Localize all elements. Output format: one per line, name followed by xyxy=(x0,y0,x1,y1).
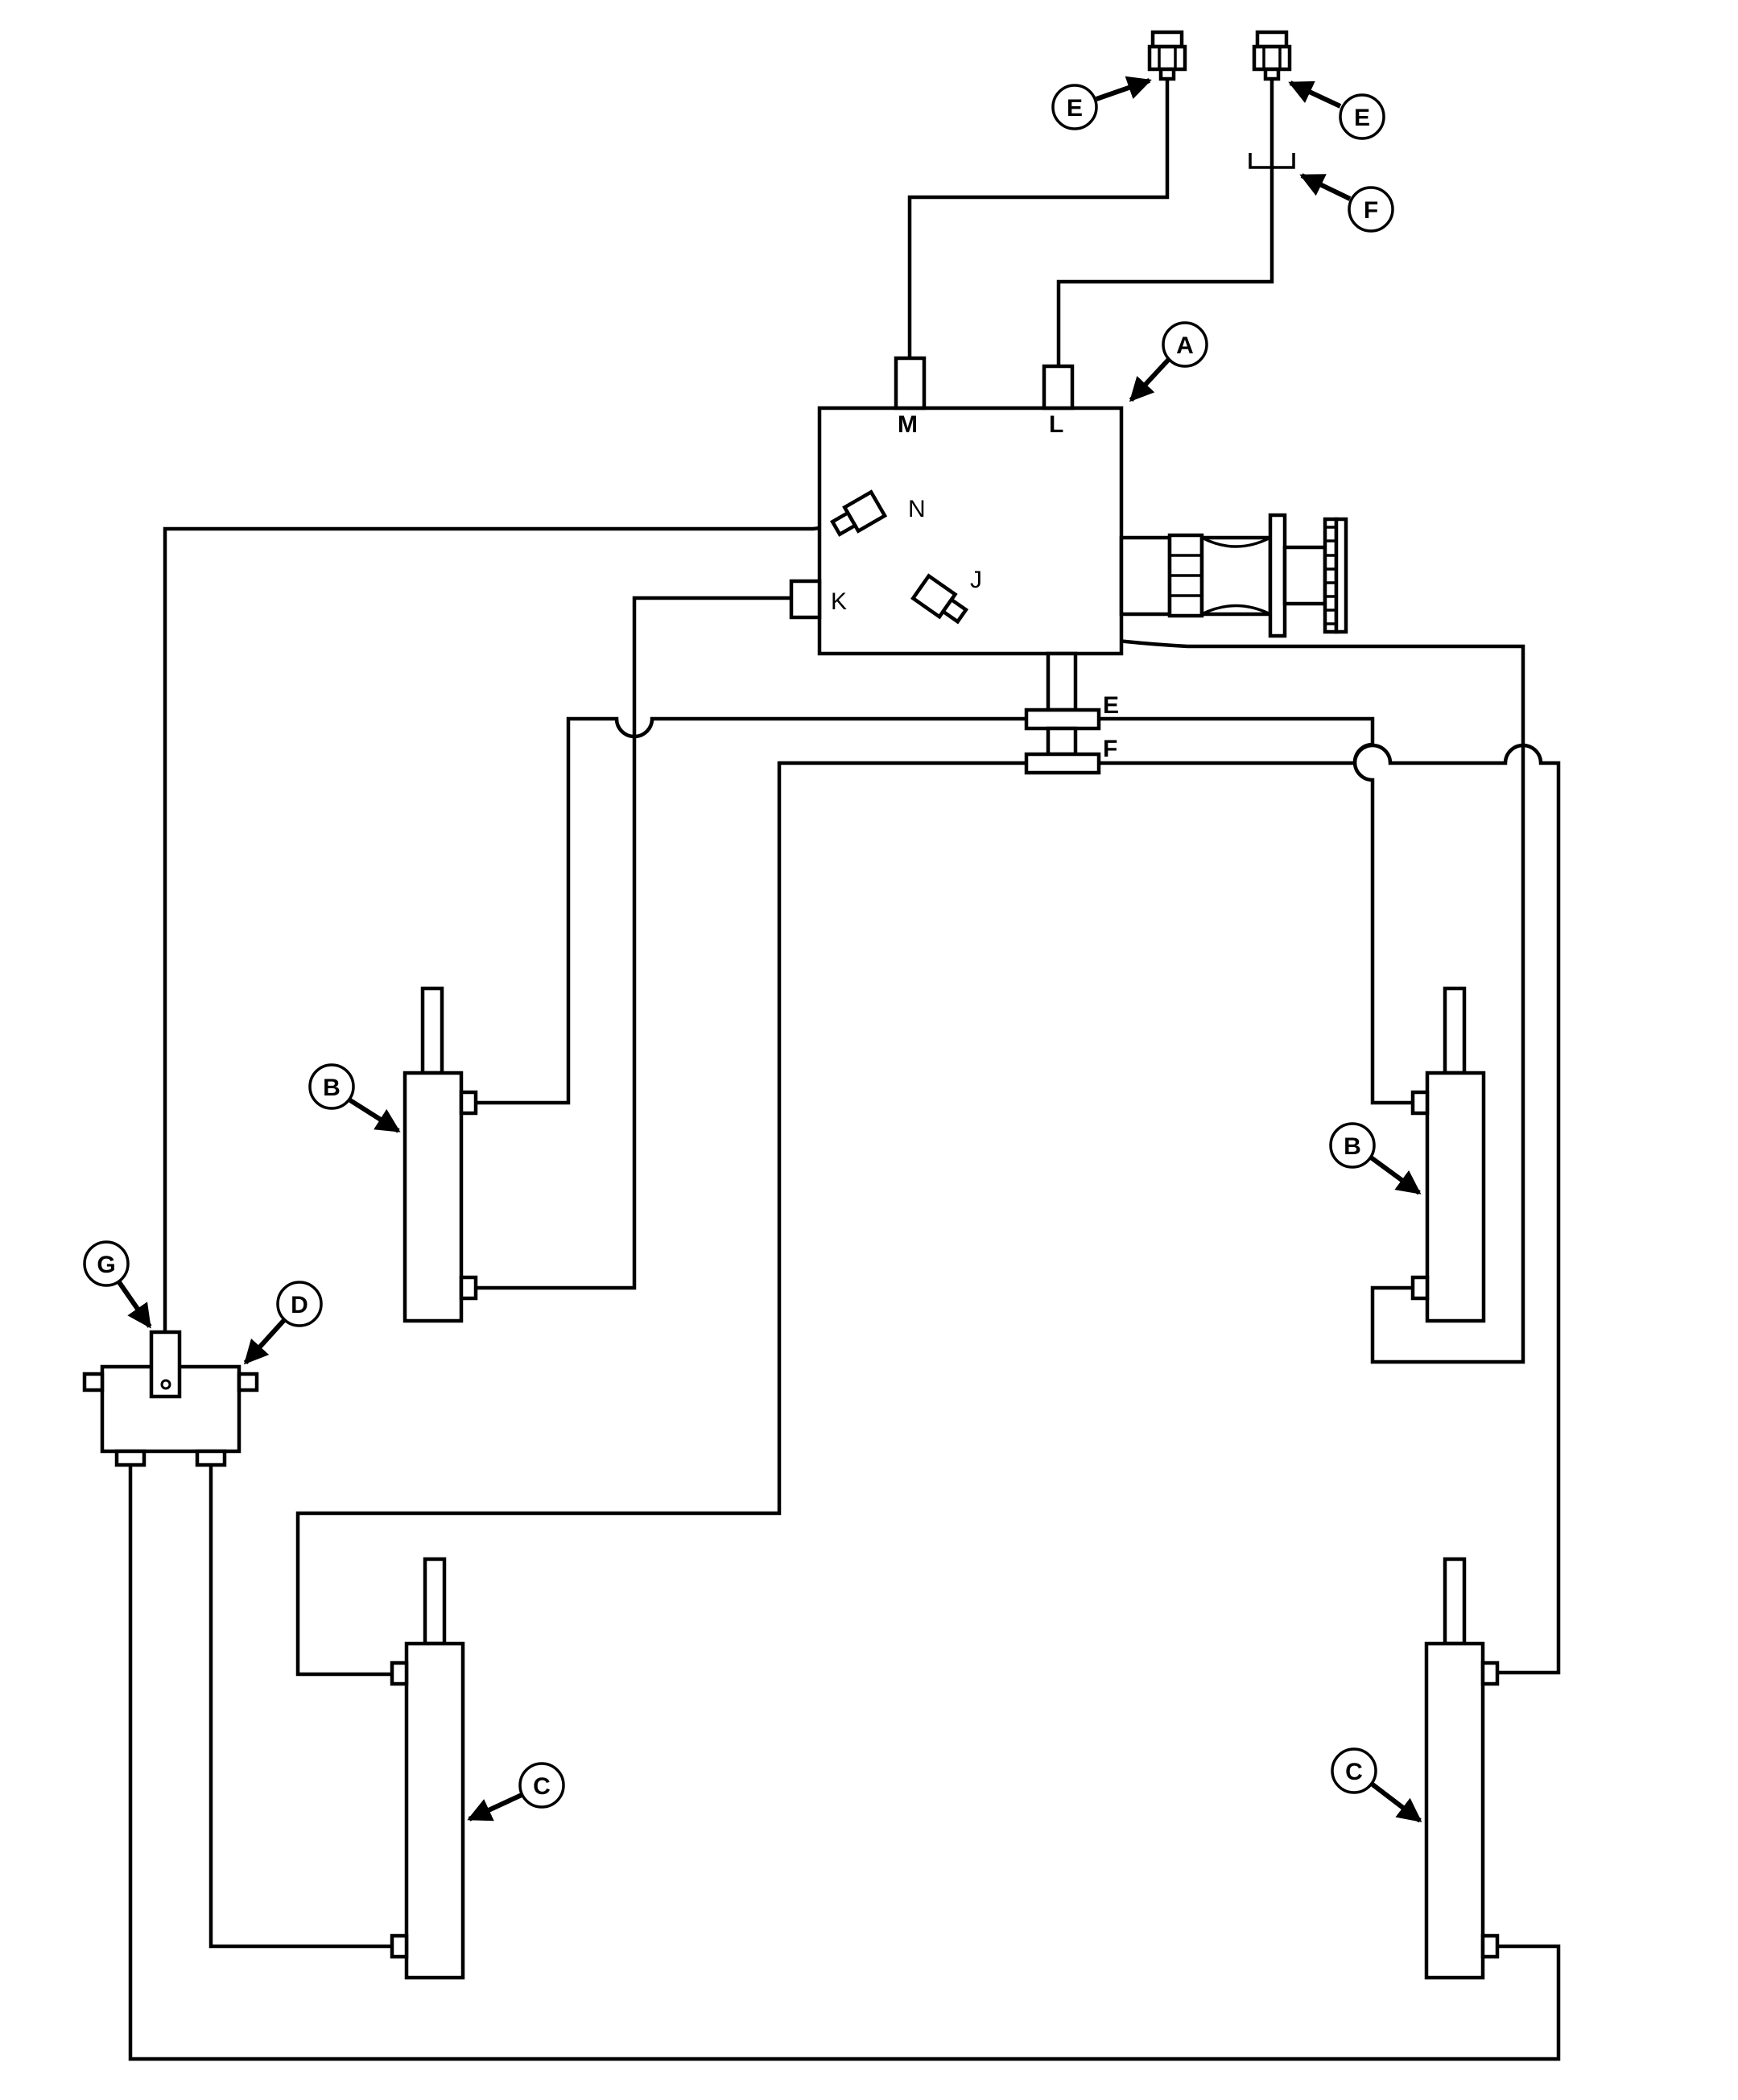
line-f-to-left-c xyxy=(295,761,1029,1677)
line-k-to-left-b xyxy=(466,596,795,1290)
sensor-j xyxy=(910,573,969,625)
callout-b-right: B xyxy=(1329,1122,1422,1195)
relief-valve-assembly xyxy=(1119,513,1348,638)
fitting-e-block xyxy=(1024,708,1101,731)
line-d-to-right-c xyxy=(128,1461,1561,2061)
port-label-k: K xyxy=(831,588,847,615)
port-label-n: N xyxy=(908,496,926,522)
port-labels: M L N K J E F xyxy=(831,411,1119,762)
callout-e-right: E xyxy=(1288,80,1385,140)
port-label-f: F xyxy=(1103,736,1117,762)
callout-f-top: F xyxy=(1299,173,1394,233)
svg-text:B: B xyxy=(1344,1133,1361,1160)
valve-d xyxy=(82,1330,259,1467)
svg-text:A: A xyxy=(1176,332,1194,359)
port-m-fitting xyxy=(894,356,927,411)
line-l-to-coupler xyxy=(1056,74,1274,369)
line-d-to-left-c xyxy=(208,1461,394,1949)
valve-block-a xyxy=(789,356,1348,775)
line-e-to-right-b xyxy=(1096,716,1415,1105)
line-n-to-valve xyxy=(163,519,848,1335)
svg-text:C: C xyxy=(533,1773,551,1800)
callout-e-left: E xyxy=(1051,76,1152,130)
callout-b-left: B xyxy=(308,1063,401,1133)
callout-c-right: C xyxy=(1331,1747,1422,1823)
port-label-j: J xyxy=(970,567,982,593)
svg-text:D: D xyxy=(291,1292,308,1318)
svg-text:E: E xyxy=(1067,95,1083,122)
svg-text:F: F xyxy=(1364,197,1378,224)
svg-text:B: B xyxy=(323,1075,341,1101)
stem-between xyxy=(1046,726,1078,757)
fitting-f-block xyxy=(1024,752,1101,775)
hose-bracket-f xyxy=(1249,153,1295,169)
quick-coupler-right xyxy=(1252,30,1292,81)
svg-text:G: G xyxy=(97,1252,115,1278)
cylinder-b-left xyxy=(403,986,478,1323)
port-label-m: M xyxy=(898,411,918,438)
quick-coupler-left xyxy=(1147,30,1187,81)
cylinder-c-left xyxy=(390,1557,465,1980)
port-label-l: L xyxy=(1049,411,1063,438)
port-label-e: E xyxy=(1103,692,1119,719)
callout-g: G xyxy=(83,1240,152,1329)
line-m-to-coupler xyxy=(907,74,1170,361)
callout-d: D xyxy=(243,1281,323,1365)
sensor-n xyxy=(830,489,888,537)
cylinder-c-right xyxy=(1424,1557,1500,1980)
port-l-fitting xyxy=(1042,364,1075,411)
line-f-to-right-c xyxy=(1096,743,1561,1675)
svg-text:E: E xyxy=(1354,105,1370,131)
callouts: E E F A B B xyxy=(83,76,1422,1823)
cylinder-b-right xyxy=(1410,986,1486,1323)
bottom-stem xyxy=(1046,651,1078,712)
callout-a: A xyxy=(1129,321,1208,402)
callout-c-left: C xyxy=(467,1762,565,1822)
valve-block-body xyxy=(817,406,1124,656)
svg-text:C: C xyxy=(1345,1759,1363,1785)
line-e-to-left-b xyxy=(466,716,1029,1105)
port-k-fitting xyxy=(789,579,822,620)
